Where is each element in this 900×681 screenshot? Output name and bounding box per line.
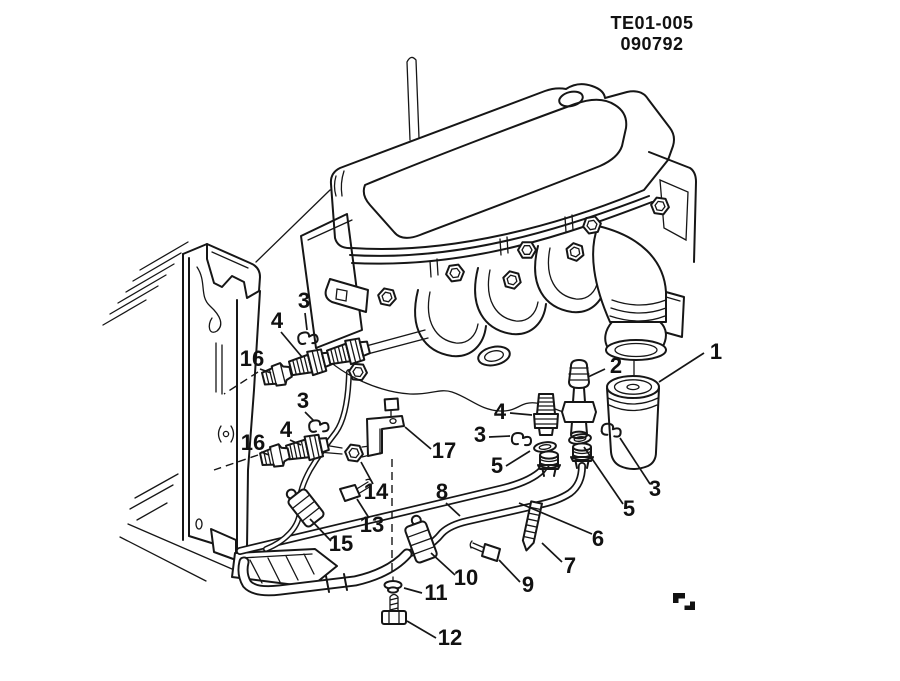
fitting-4-center [533,393,559,436]
valve-cover [329,83,675,278]
oil-filter [606,375,660,470]
header-doc-date: 090792 [620,34,683,54]
leader-line-15 [309,518,332,542]
bolt-13 [339,478,373,502]
callout-2: 2 [610,353,622,378]
callout-5: 5 [623,496,635,521]
radiator [102,189,338,588]
leader-line-4 [280,331,303,358]
fitting-16-upper [259,360,295,391]
callout-4: 4 [494,399,507,424]
callout-7: 7 [564,553,576,578]
leader-line-3 [304,411,315,422]
nut-14 [343,443,365,463]
leader-line-16 [260,451,270,456]
leader-line-12 [406,620,437,639]
exhaust-manifold [414,225,685,382]
leader-line-14 [360,461,374,485]
clamp-15 [285,488,325,528]
leader-line-8 [445,502,461,517]
engine [300,56,697,414]
clamp-10 [404,514,438,564]
callout-13: 13 [360,512,384,537]
leader-line-3 [619,437,651,485]
callout-3: 3 [649,476,661,501]
callout-12: 12 [438,625,462,650]
callout-1: 1 [710,339,722,364]
callout-14: 14 [364,479,389,504]
callout-3: 3 [298,288,310,313]
clip-3-center [510,432,532,447]
callout-4: 4 [271,308,284,333]
leader-line-5 [505,450,531,467]
stud-11 [383,576,403,594]
dipstick-tube [406,56,420,141]
callout-6: 6 [592,526,604,551]
strap-7 [521,500,543,552]
leader-line-6 [518,502,593,535]
leader-line-5 [583,446,624,505]
bolt-9 [469,540,501,562]
leader-line-1 [658,352,705,383]
downpipe [592,225,667,323]
leader-line-2 [587,368,606,378]
print-mark [673,593,695,610]
callout-8: 8 [436,479,448,504]
leader-line-7 [541,542,563,563]
leader-line-4 [289,439,302,446]
leader-line-17 [404,426,432,450]
callout-15: 15 [329,531,353,556]
callout-10: 10 [454,565,478,590]
leader-line-13 [356,498,370,519]
leader-line-9 [498,559,521,583]
callout-17: 17 [432,438,456,463]
callout-16: 16 [240,346,264,371]
callout-11: 11 [424,580,447,605]
callout-9: 9 [522,572,534,597]
alignment-lines [213,371,393,576]
leader-line-11 [403,587,423,594]
callout-16: 16 [241,430,265,455]
leader-line-3 [304,312,308,331]
leader-line-10 [430,552,456,576]
fittings [258,329,623,625]
bracket-17 [366,397,405,457]
leader-line-3 [488,435,511,438]
fitting-2 [561,359,597,440]
callout-3: 3 [474,422,486,447]
leader-line-4 [509,412,533,416]
callout-4: 4 [280,417,293,442]
leader-line-16 [259,368,272,374]
callout-3: 3 [297,388,309,413]
clip-3-lower [307,417,331,435]
header-doc-id: TE01-005 [610,13,693,33]
bolt-12 [381,593,407,625]
callout-5: 5 [491,453,503,478]
